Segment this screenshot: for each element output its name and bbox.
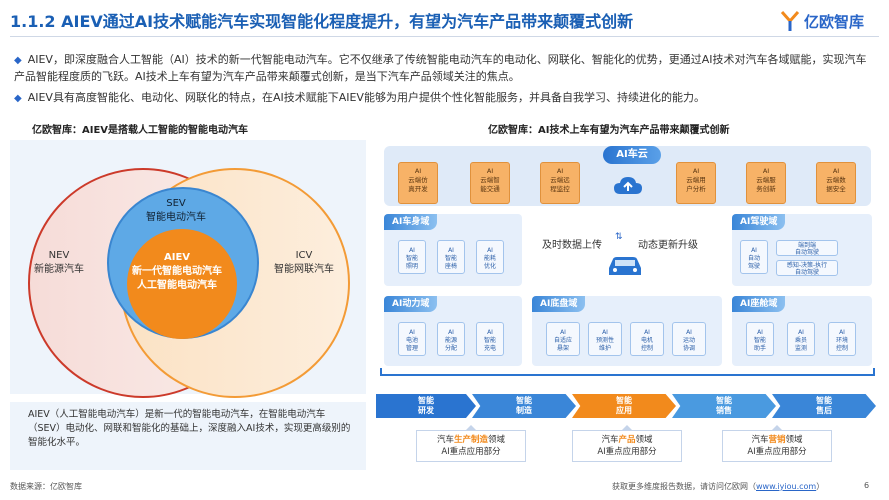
title-divider — [10, 36, 879, 37]
domain-label: AI座舱域 — [732, 296, 786, 312]
domain-label: AI驾驶域 — [732, 214, 786, 230]
ai-cloud-tag: AI车云 — [603, 146, 661, 164]
domain-wide-cell: 端到端自动驾驶 — [776, 240, 838, 256]
chevron-rd: 智能研发 — [376, 394, 476, 418]
iyiou-link[interactable]: www.iyiou.com — [756, 482, 817, 491]
domain-wide-cell: 感知-决策-执行自动驾驶 — [776, 260, 838, 276]
chevron-sales: 智能销售 — [672, 394, 776, 418]
data-upload-text: 及时数据上传 — [542, 240, 602, 251]
chevron-aftersales: 智能售后 — [772, 394, 876, 418]
domain-label: AI动力域 — [384, 296, 438, 312]
logo-text: 亿欧智库 — [804, 12, 865, 31]
value-chain-row: 智能研发 智能制造 智能应用 智能销售 智能售后 — [376, 394, 879, 418]
page-title: 1.1.2 AIEV通过AI技术赋能汽车实现智能化程度提升，有望为汽车产品带来颠… — [10, 12, 634, 31]
up-down-arrows-icon: ⇅ — [615, 232, 623, 242]
more-info: 获取更多维度报告数据，请访问亿欧网（www.iyiou.com） — [612, 482, 825, 491]
car-icon — [609, 257, 641, 275]
data-source: 数据来源：亿欧智库 — [10, 482, 82, 491]
bullet-1: ◆AIEV，即深度融合人工智能（AI）技术的新一代智能电动汽车。它不仅继承了传统… — [14, 53, 867, 83]
diamond-icon: ◆ — [14, 55, 22, 66]
bullet-2: ◆AIEV具有高度智能化、电动化、网联化的特点，在AI技术赋能下AIEV能够为用… — [14, 91, 705, 104]
chevron-manufacturing: 智能制造 — [472, 394, 576, 418]
dynamic-update-text: 动态更新升级 — [638, 240, 698, 251]
page-number: 6 — [864, 481, 870, 490]
diamond-icon: ◆ — [14, 93, 22, 104]
aiev-description: AIEV（人工智能电动汽车）是新一代的智能电动汽车，在智能电动汽车（SEV）电动… — [10, 402, 366, 470]
left-section-title: 亿欧智库：AIEV是搭载人工智能的智能电动汽车 — [32, 125, 249, 136]
chevron-application: 智能应用 — [572, 394, 676, 418]
right-section-title: 亿欧智库：AI技术上车有望为汽车产品带来颠覆式创新 — [488, 125, 730, 136]
yiou-logo-icon — [780, 11, 800, 31]
logo: 亿欧智库 — [780, 10, 864, 32]
bracket-line — [380, 368, 875, 376]
domain-label: AI车身域 — [384, 214, 438, 230]
cloud-upload-icon — [614, 177, 642, 194]
domain-label: AI底盘域 — [532, 296, 586, 312]
aiev-circle — [127, 229, 237, 339]
